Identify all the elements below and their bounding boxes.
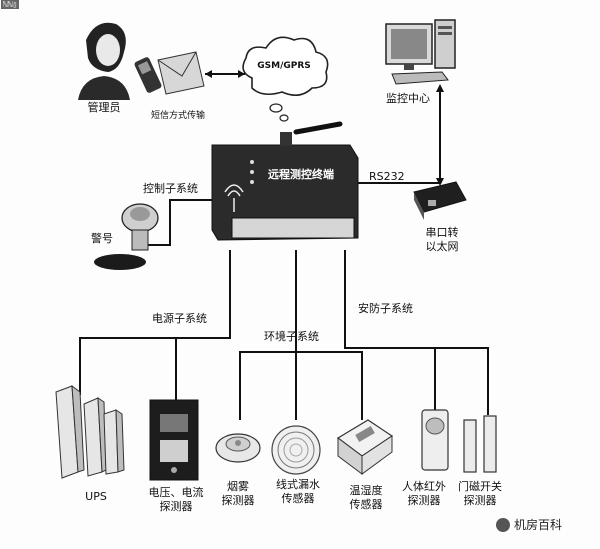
arrow-left-icon: [205, 70, 212, 78]
ir-label-1: 人体红外: [402, 480, 446, 493]
phone-envelope-icon: [134, 51, 205, 95]
serial-label-1: 串口转: [425, 226, 459, 239]
ups-icon: [55, 384, 125, 479]
smoke-label-2: 探测器: [221, 494, 255, 507]
pir-detector-icon: [421, 409, 449, 471]
watermark-logo-icon: [496, 517, 510, 532]
smoke-label-1: 烟雾: [227, 480, 249, 493]
line-security: [344, 250, 489, 415]
watermark: 机房百科: [496, 516, 562, 533]
th-label-2: 传感器: [349, 498, 383, 511]
arrow-right-icon: [238, 70, 245, 78]
line-power: [79, 250, 231, 395]
temp-humidity-sensor-icon: [336, 419, 394, 475]
line-control: [145, 199, 212, 246]
th-label-1: 温湿度: [349, 484, 383, 497]
monitor-label: 监控中心: [386, 92, 430, 105]
cloud-icon: [242, 36, 329, 122]
line-env: [239, 250, 297, 420]
alarm-label: 警号: [91, 232, 113, 245]
sms-label: 短信方式传输: [150, 111, 206, 121]
door-label-1: 门磁开关: [458, 480, 502, 493]
env-subsystem-label: 环境子系统: [264, 330, 319, 343]
arrow-down-icon: [436, 178, 444, 186]
smoke-detector-icon: [215, 433, 261, 463]
serial-label-2: 以太网: [425, 240, 459, 253]
rs232-label: RS232: [369, 170, 405, 183]
control-subsystem-label: 控制子系统: [143, 182, 198, 195]
device-box: [211, 121, 359, 241]
admin-label: 管理员: [87, 101, 121, 114]
corner-tag: ℕℕ▯: [1, 0, 20, 9]
watermark-text: 机房百科: [514, 518, 563, 532]
security-subsystem-label: 安防子系统: [358, 302, 413, 315]
leak-label-1: 线式漏水: [276, 478, 320, 491]
vc-label-2: 探测器: [159, 500, 193, 513]
vc-label-1: 电压、电流: [148, 486, 204, 499]
leak-label-2: 传感器: [281, 492, 315, 505]
door-switch-icon: [463, 415, 497, 473]
admin-person-icon: [78, 22, 130, 100]
device-label: 远程测控终端: [268, 168, 334, 181]
serial-converter-icon: [413, 181, 467, 220]
cloud-label: GSM/GPRS: [257, 61, 311, 71]
door-label-2: 探测器: [463, 494, 497, 507]
ir-label-2: 探测器: [407, 494, 441, 507]
ups-label: UPS: [85, 490, 107, 503]
leak-sensor-icon: [271, 425, 321, 475]
voltage-current-detector-icon: [149, 399, 199, 481]
power-subsystem-label: 电源子系统: [152, 312, 207, 325]
alarm-siren-icon: [94, 203, 159, 270]
arrow-up-icon: [436, 84, 444, 92]
line-env-th: [296, 351, 363, 420]
computer-icon: [385, 19, 456, 85]
